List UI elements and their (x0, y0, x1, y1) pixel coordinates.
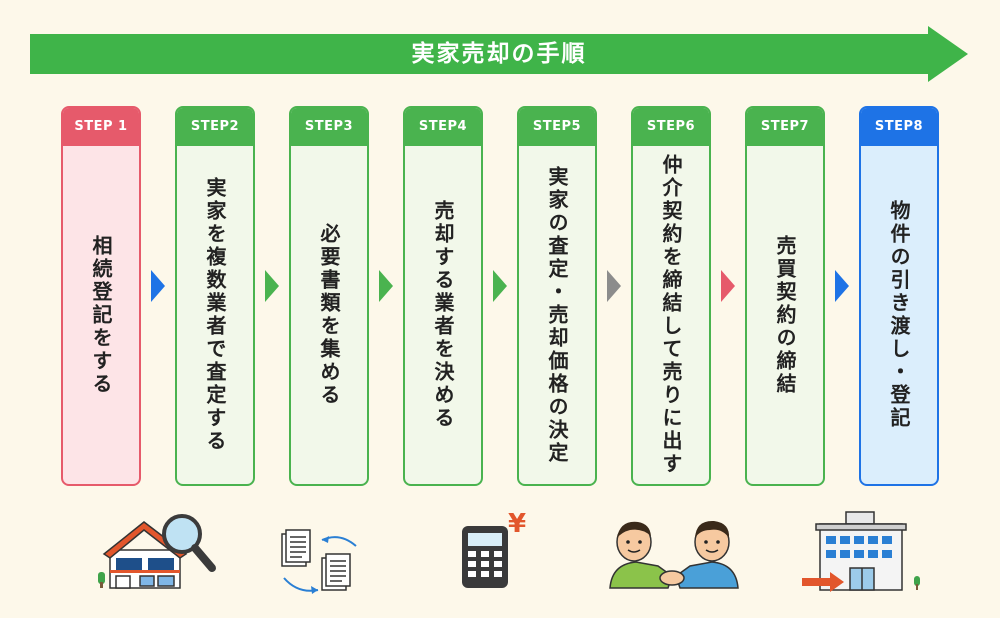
arrow-icon (721, 270, 735, 302)
step-2-label: STEP2 (177, 108, 253, 146)
arrow-icon (379, 270, 393, 302)
step-3-card: STEP3 必要書類を集める (289, 106, 369, 486)
step-1-text: 相続登記をする (89, 234, 113, 396)
arrow-icon (835, 270, 849, 302)
step-6-label: STEP6 (633, 108, 709, 146)
step-8-text: 物件の引き渡し・登記 (887, 200, 911, 430)
step-2-text: 実家を複数業者で査定する (203, 177, 227, 453)
step-5-text: 実家の査定・売却価格の決定 (545, 165, 569, 465)
step-2-card: STEP2 実家を複数業者で査定する (175, 106, 255, 486)
step-7-label: STEP7 (747, 108, 823, 146)
step-8-card: STEP8 物件の引き渡し・登記 (859, 106, 939, 486)
step-7-text: 売買契約の締結 (773, 234, 797, 396)
step-3-label: STEP3 (291, 108, 367, 146)
title-banner: 実家売却の手順 (30, 26, 968, 82)
step-6-text: 仲介契約を締結して売りに出す (659, 154, 683, 476)
arrow-icon (607, 270, 621, 302)
banner-title: 実家売却の手順 (411, 41, 587, 67)
step-1-label: STEP 1 (63, 108, 139, 146)
step-5-label: STEP5 (519, 108, 595, 146)
arrow-icon (151, 270, 165, 302)
house-with-magnifier-icon (98, 514, 216, 589)
step-4-label: STEP4 (405, 108, 481, 146)
step-4-card: STEP4 売却する業者を決める (403, 106, 483, 486)
yen-symbol: ¥ (508, 509, 526, 539)
building-entry-icon (802, 511, 920, 592)
step-1-card: STEP 1 相続登記をする (61, 106, 141, 486)
step-6-card: STEP6 仲介契約を締結して売りに出す (631, 106, 711, 486)
step-5-card: STEP5 実家の査定・売却価格の決定 (517, 106, 597, 486)
banner-arrow-shape (30, 26, 968, 82)
calculator-yen-icon: ¥ (462, 509, 526, 588)
step-7-card: STEP7 売買契約の締結 (745, 106, 825, 486)
document-exchange-icon (281, 529, 357, 594)
step-3-text: 必要書類を集める (317, 223, 341, 407)
step-4-text: 売却する業者を決める (431, 200, 455, 430)
arrow-icon (493, 270, 507, 302)
arrow-icon (265, 270, 279, 302)
handshake-icon (609, 520, 739, 589)
step-8-label: STEP8 (861, 108, 937, 146)
